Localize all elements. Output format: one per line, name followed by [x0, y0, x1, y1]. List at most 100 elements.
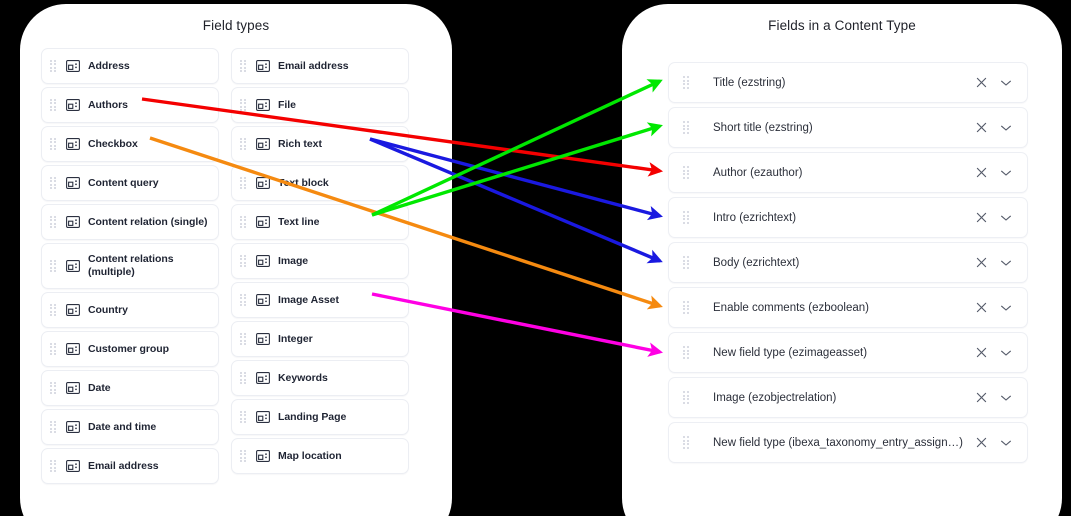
close-icon[interactable]: [975, 256, 988, 269]
field-type-label: Email address: [278, 59, 349, 72]
content-type-field-label: Intro (ezrichtext): [713, 211, 797, 224]
content-type-field-row[interactable]: Short title (ezstring): [668, 107, 1028, 148]
field-type-card[interactable]: Email address: [41, 448, 219, 484]
field-type-card[interactable]: Map location: [231, 438, 409, 474]
drag-handle-icon[interactable]: [683, 301, 691, 314]
field-type-label: Customer group: [88, 342, 169, 355]
field-type-card[interactable]: Image: [231, 243, 409, 279]
field-type-card[interactable]: Date and time: [41, 409, 219, 445]
drag-handle-icon[interactable]: [50, 459, 58, 473]
drag-handle-icon[interactable]: [50, 420, 58, 434]
content-type-field-row[interactable]: Intro (ezrichtext): [668, 197, 1028, 238]
drag-handle-icon[interactable]: [240, 254, 248, 268]
field-type-label: Map location: [278, 449, 342, 462]
field-type-icon: [66, 421, 80, 433]
close-icon[interactable]: [975, 211, 988, 224]
field-type-card[interactable]: Customer group: [41, 331, 219, 367]
field-type-card[interactable]: Date: [41, 370, 219, 406]
field-type-label: Content query: [88, 176, 159, 189]
field-type-card[interactable]: Email address: [231, 48, 409, 84]
chevron-down-icon[interactable]: [999, 436, 1013, 449]
content-type-field-label: Body (ezrichtext): [713, 256, 800, 269]
content-type-field-actions: [975, 436, 1013, 449]
field-type-card[interactable]: Checkbox: [41, 126, 219, 162]
field-type-label: Address: [88, 59, 130, 72]
drag-handle-icon[interactable]: [683, 346, 691, 359]
field-type-label: Text line: [278, 215, 320, 228]
field-type-card[interactable]: Content query: [41, 165, 219, 201]
field-type-label: File: [278, 98, 296, 111]
field-type-icon: [256, 60, 270, 72]
drag-handle-icon[interactable]: [240, 332, 248, 346]
drag-handle-icon[interactable]: [240, 59, 248, 73]
drag-handle-icon[interactable]: [683, 166, 691, 179]
drag-handle-icon[interactable]: [50, 342, 58, 356]
content-type-field-actions: [975, 211, 1013, 224]
drag-handle-icon[interactable]: [50, 98, 58, 112]
drag-handle-icon[interactable]: [240, 293, 248, 307]
chevron-down-icon[interactable]: [999, 301, 1013, 314]
field-type-icon: [256, 372, 270, 384]
content-type-field-row[interactable]: Author (ezauthor): [668, 152, 1028, 193]
field-type-card[interactable]: Text block: [231, 165, 409, 201]
field-type-label: Date and time: [88, 420, 157, 433]
content-type-field-row[interactable]: New field type (ezimageasset): [668, 332, 1028, 373]
chevron-down-icon[interactable]: [999, 211, 1013, 224]
chevron-down-icon[interactable]: [999, 346, 1013, 359]
content-type-field-row[interactable]: Title (ezstring): [668, 62, 1028, 103]
content-type-field-row[interactable]: Image (ezobjectrelation): [668, 377, 1028, 418]
field-type-label: Integer: [278, 332, 313, 345]
content-type-field-row[interactable]: New field type (ibexa_taxonomy_entry_ass…: [668, 422, 1028, 463]
drag-handle-icon[interactable]: [240, 215, 248, 229]
chevron-down-icon[interactable]: [999, 256, 1013, 269]
drag-handle-icon[interactable]: [683, 391, 691, 404]
drag-handle-icon[interactable]: [50, 303, 58, 317]
drag-handle-icon[interactable]: [50, 259, 58, 273]
close-icon[interactable]: [975, 436, 988, 449]
field-type-card[interactable]: Authors: [41, 87, 219, 123]
drag-handle-icon[interactable]: [683, 211, 691, 224]
drag-handle-icon[interactable]: [50, 381, 58, 395]
drag-handle-icon[interactable]: [240, 137, 248, 151]
chevron-down-icon[interactable]: [999, 166, 1013, 179]
field-type-card[interactable]: Address: [41, 48, 219, 84]
content-type-field-row[interactable]: Enable comments (ezboolean): [668, 287, 1028, 328]
content-type-field-row[interactable]: Body (ezrichtext): [668, 242, 1028, 283]
chevron-down-icon[interactable]: [999, 121, 1013, 134]
chevron-down-icon[interactable]: [999, 391, 1013, 404]
drag-handle-icon[interactable]: [683, 76, 691, 89]
field-type-card[interactable]: Keywords: [231, 360, 409, 396]
drag-handle-icon[interactable]: [683, 121, 691, 134]
drag-handle-icon[interactable]: [240, 176, 248, 190]
field-type-card[interactable]: Landing Page: [231, 399, 409, 435]
field-type-card[interactable]: Image Asset: [231, 282, 409, 318]
field-type-card[interactable]: File: [231, 87, 409, 123]
drag-handle-icon[interactable]: [240, 410, 248, 424]
field-type-card[interactable]: Country: [41, 292, 219, 328]
field-type-card[interactable]: Content relation (single): [41, 204, 219, 240]
field-type-icon: [66, 138, 80, 150]
field-type-card[interactable]: Content relations (multiple): [41, 243, 219, 289]
drag-handle-icon[interactable]: [240, 371, 248, 385]
drag-handle-icon[interactable]: [240, 98, 248, 112]
field-type-card[interactable]: Text line: [231, 204, 409, 240]
close-icon[interactable]: [975, 301, 988, 314]
drag-handle-icon[interactable]: [683, 256, 691, 269]
drag-handle-icon[interactable]: [240, 449, 248, 463]
field-type-card[interactable]: Integer: [231, 321, 409, 357]
field-type-label: Image: [278, 254, 309, 267]
close-icon[interactable]: [975, 121, 988, 134]
drag-handle-icon[interactable]: [50, 215, 58, 229]
drag-handle-icon[interactable]: [50, 137, 58, 151]
close-icon[interactable]: [975, 166, 988, 179]
drag-handle-icon[interactable]: [683, 436, 691, 449]
chevron-down-icon[interactable]: [999, 76, 1013, 89]
field-type-card[interactable]: Rich text: [231, 126, 409, 162]
drag-handle-icon[interactable]: [50, 176, 58, 190]
drag-handle-icon[interactable]: [50, 59, 58, 73]
close-icon[interactable]: [975, 391, 988, 404]
close-icon[interactable]: [975, 346, 988, 359]
field-types-panel-title: Field types: [202, 18, 270, 33]
close-icon[interactable]: [975, 76, 988, 89]
